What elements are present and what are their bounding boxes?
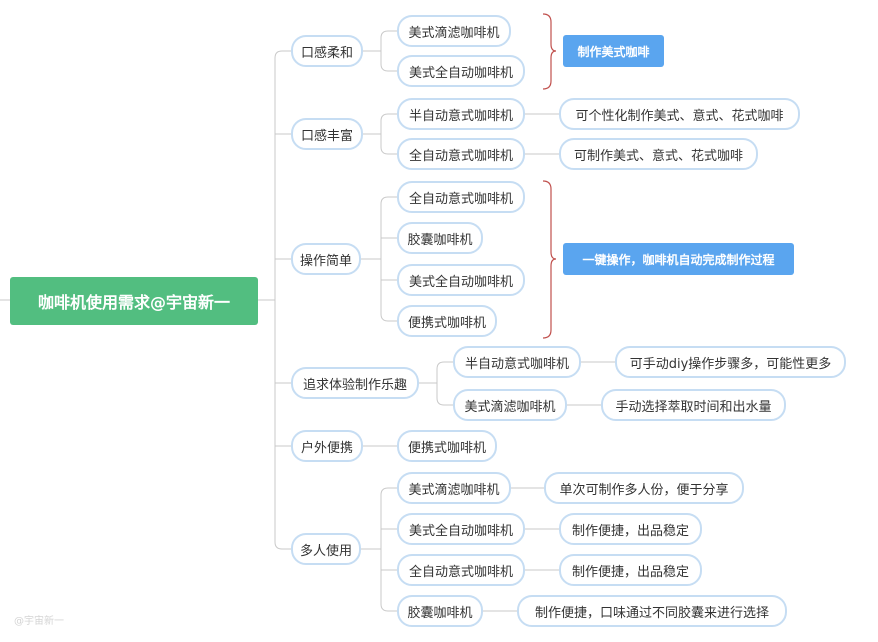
note-node[interactable]: 手动选择萃取时间和出水量: [601, 389, 786, 421]
machine-node[interactable]: 全自动意式咖啡机: [397, 554, 525, 586]
machine-node[interactable]: 美式滴滤咖啡机: [397, 15, 511, 47]
note-node[interactable]: 单次可制作多人份，便于分享: [544, 472, 744, 504]
note-node[interactable]: 制作便捷，口味通过不同胶囊来进行选择: [517, 595, 787, 627]
machine-node[interactable]: 美式全自动咖啡机: [397, 513, 525, 545]
machine-node[interactable]: 全自动意式咖啡机: [397, 181, 525, 213]
machine-node[interactable]: 美式全自动咖啡机: [397, 55, 525, 87]
category-simple-operation[interactable]: 操作简单: [291, 243, 361, 275]
machine-node[interactable]: 胶囊咖啡机: [397, 595, 483, 627]
machine-node[interactable]: 胶囊咖啡机: [397, 222, 483, 254]
summary-one-click[interactable]: 一键操作，咖啡机自动完成制作过程: [563, 243, 794, 275]
note-node[interactable]: 可个性化制作美式、意式、花式咖啡: [559, 98, 800, 130]
machine-node[interactable]: 便携式咖啡机: [397, 305, 497, 337]
root-topic[interactable]: 咖啡机使用需求@宇宙新一: [10, 277, 258, 325]
note-node[interactable]: 可制作美式、意式、花式咖啡: [559, 138, 758, 170]
watermark: @宇宙新一: [14, 616, 64, 627]
category-experience-fun[interactable]: 追求体验制作乐趣: [291, 367, 419, 399]
machine-node[interactable]: 半自动意式咖啡机: [397, 98, 525, 130]
category-multi-person[interactable]: 多人使用: [291, 533, 361, 565]
summary-americano[interactable]: 制作美式咖啡: [563, 35, 664, 67]
machine-node[interactable]: 美式滴滤咖啡机: [453, 389, 567, 421]
category-soft-taste[interactable]: 口感柔和: [291, 35, 363, 67]
category-rich-taste[interactable]: 口感丰富: [291, 118, 363, 150]
machine-node[interactable]: 便携式咖啡机: [397, 430, 497, 462]
machine-node[interactable]: 全自动意式咖啡机: [397, 138, 525, 170]
machine-node[interactable]: 半自动意式咖啡机: [453, 346, 581, 378]
note-node[interactable]: 制作便捷，出品稳定: [559, 513, 702, 545]
category-outdoor-portable[interactable]: 户外便携: [291, 430, 363, 462]
note-node[interactable]: 制作便捷，出品稳定: [559, 554, 702, 586]
machine-node[interactable]: 美式全自动咖啡机: [397, 264, 525, 296]
machine-node[interactable]: 美式滴滤咖啡机: [397, 472, 511, 504]
note-node[interactable]: 可手动diy操作步骤多，可能性更多: [615, 346, 846, 378]
